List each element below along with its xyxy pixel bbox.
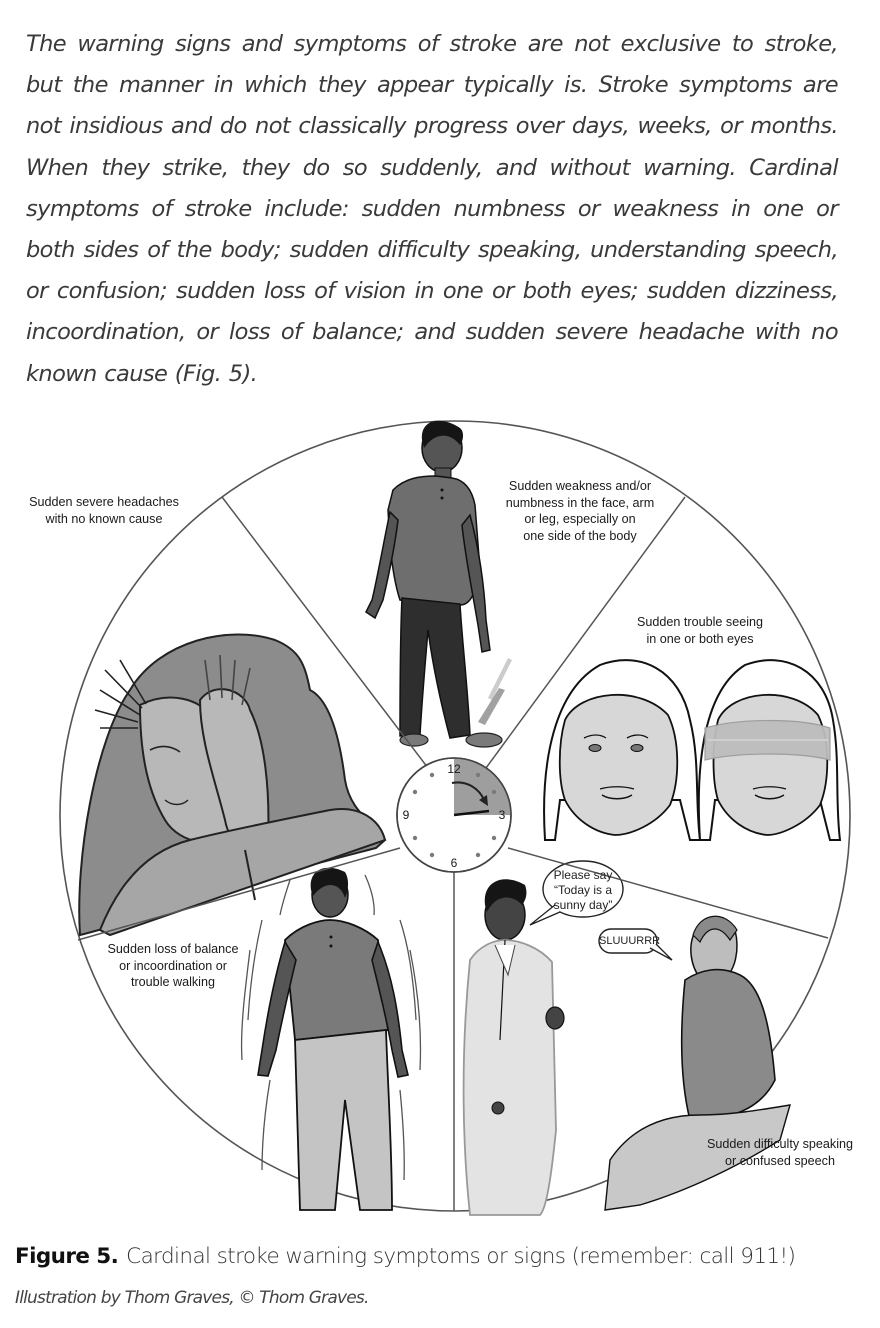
segment-label-speech: Sudden difficulty speaking or confused s… bbox=[706, 1137, 854, 1168]
figure-caption: Figure 5. Cardinal stroke warning symptom… bbox=[15, 1244, 875, 1269]
clock-number-6: 6 bbox=[450, 856, 458, 870]
woman-holding-head-icon bbox=[78, 633, 387, 937]
unsteady-man-icon bbox=[240, 867, 422, 1211]
clock-icon bbox=[396, 757, 512, 873]
segment-label-weakness: Sudden weakness and/or numbness in the f… bbox=[505, 479, 655, 543]
doctor-speech-text: Please say “Today is a sunny day” bbox=[553, 868, 613, 912]
doctor-and-patient-icon bbox=[462, 879, 791, 1216]
speech-bubbles bbox=[529, 860, 673, 961]
segment-label-balance: Sudden loss of balance or incoordination… bbox=[107, 942, 239, 989]
illustration-credit: Illustration by Thom Graves, © Thom Grav… bbox=[15, 1288, 369, 1308]
patient-speech-bubble bbox=[598, 928, 658, 954]
caption-text: Cardinal stroke warning symptoms or sign… bbox=[126, 1244, 796, 1269]
clock-number-9: 9 bbox=[402, 808, 410, 822]
pie-illustration bbox=[59, 420, 851, 1216]
standing-man-drooping-face-icon bbox=[365, 420, 512, 748]
clock-number-3: 3 bbox=[498, 808, 506, 822]
segment-dividers bbox=[77, 496, 829, 1211]
stroke-symptoms-figure: Sudden severe headaches with no known ca… bbox=[0, 405, 880, 1225]
woman-faces-blindfold-icon bbox=[543, 659, 842, 841]
segment-label-headache: Sudden severe headaches with no known ca… bbox=[29, 495, 179, 526]
intro-paragraph: The warning signs and symptoms of stroke… bbox=[26, 31, 839, 387]
segment-label-vision: Sudden trouble seeing in one or both eye… bbox=[636, 615, 764, 646]
patient-speech-text: SLUUURRR bbox=[599, 935, 661, 947]
clock-number-12: 12 bbox=[447, 762, 461, 776]
figure-number: Figure 5. bbox=[15, 1244, 119, 1269]
